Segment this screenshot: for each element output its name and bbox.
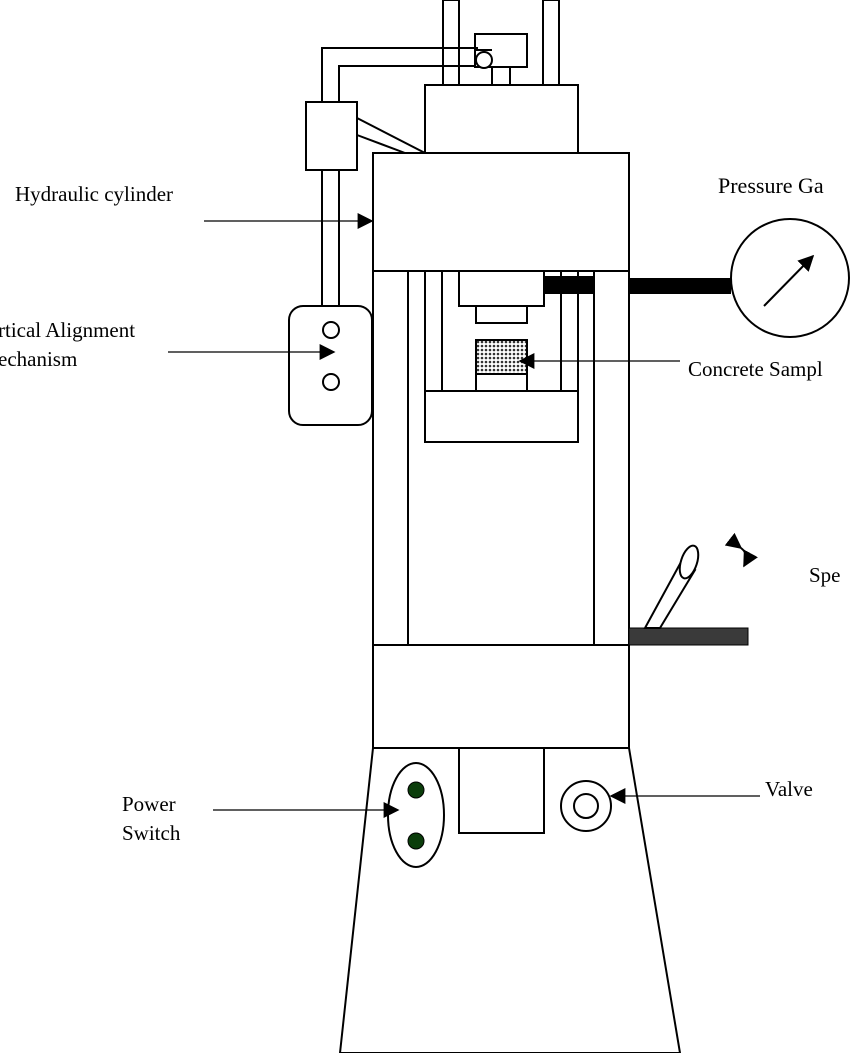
top-pulley xyxy=(475,51,493,69)
lower-housing xyxy=(372,644,630,749)
label-vertical-alignment-1: rtical Alignment xyxy=(0,318,135,342)
press-column-frame xyxy=(372,270,630,646)
top-actuator-stem xyxy=(491,66,511,86)
alignment-knob-bottom xyxy=(322,373,340,391)
valve-inner xyxy=(573,793,599,819)
gauge-connector-bar xyxy=(629,278,731,294)
right-top-rod xyxy=(542,0,560,86)
hydraulic-pipe xyxy=(305,47,478,306)
lower-platen-tip xyxy=(475,373,528,392)
label-power-switch-1: Power xyxy=(122,792,176,816)
base-panel xyxy=(458,747,545,834)
left-top-rod xyxy=(442,0,460,86)
speed-lever xyxy=(628,532,758,646)
label-hydraulic-cylinder: Hydraulic cylinder xyxy=(15,182,173,206)
upper-platen-tip xyxy=(475,305,528,324)
pressure-gauge xyxy=(544,218,850,338)
hydraulic-cylinder-block xyxy=(372,152,630,272)
loading-chamber xyxy=(424,270,579,443)
alignment-knob-top xyxy=(322,321,340,339)
rotation-arrow-icon xyxy=(724,532,758,568)
gauge-dial xyxy=(730,218,850,338)
label-speed: Spe xyxy=(809,563,841,587)
label-concrete-sample: Concrete Sampl xyxy=(688,357,823,381)
labels: Hydraulic cylinder rtical Alignment echa… xyxy=(0,173,841,845)
gauge-needle xyxy=(763,254,815,307)
power-switch-button-bottom xyxy=(407,832,425,850)
power-switch-button-top xyxy=(407,781,425,799)
alignment-mechanism xyxy=(288,305,373,426)
concrete-sample xyxy=(475,339,528,375)
upper-housing xyxy=(424,84,579,154)
upper-platen xyxy=(458,270,545,307)
lever-bar xyxy=(628,627,749,646)
gauge-inner-bar xyxy=(544,276,595,294)
pipe-valve-box xyxy=(305,101,358,171)
label-valve: Valve xyxy=(765,777,813,801)
label-power-switch-2: Switch xyxy=(122,821,181,845)
top-mechanism xyxy=(442,0,560,86)
label-vertical-alignment-2: echanism xyxy=(0,347,77,371)
lower-platen xyxy=(424,390,579,443)
alignment-box xyxy=(288,305,373,426)
press-base xyxy=(338,747,682,1053)
callout-arrows xyxy=(168,213,760,818)
power-switch-housing xyxy=(387,762,445,868)
press-frame xyxy=(372,152,630,749)
lever-knob xyxy=(678,544,700,580)
label-pressure-gauge: Pressure Ga xyxy=(718,173,824,198)
